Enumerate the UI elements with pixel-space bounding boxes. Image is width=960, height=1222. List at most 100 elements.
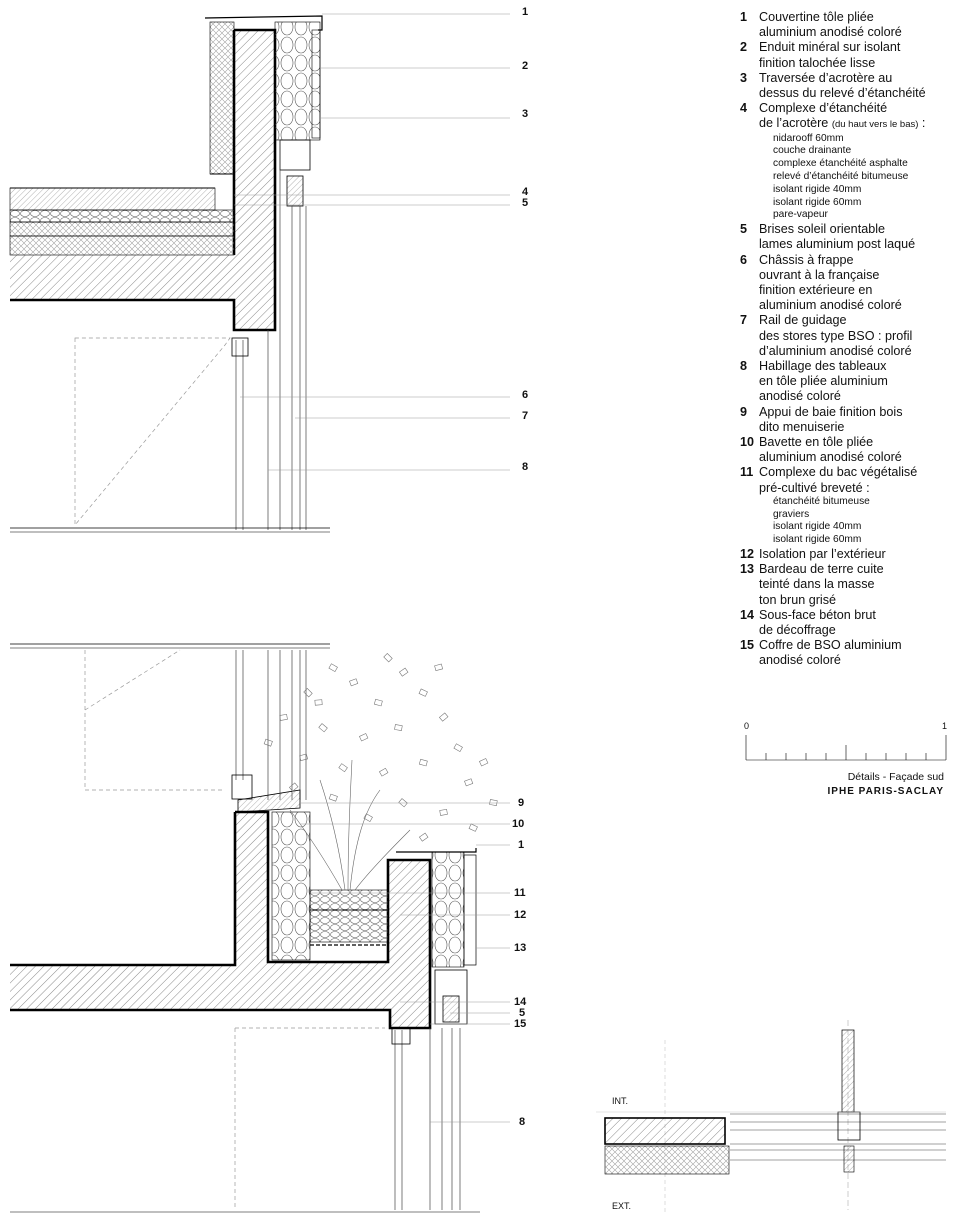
legend-subitem: étanchéité bitumeuse — [773, 495, 870, 507]
legend-subitem: isolant rigide 40mm — [773, 521, 862, 533]
legend-item-15: 15 Coffre de BSO aluminium anodisé color… — [740, 638, 960, 668]
legend-text: Bavette en tôle pliée — [759, 435, 874, 450]
callout-bottom-14: 14 — [514, 996, 527, 1008]
legend-item-4: 4 Complexe d’étanchéité de l’acrotère (d… — [740, 101, 960, 222]
foliage — [263, 653, 498, 842]
legend-subitem: isolant rigide 40mm — [773, 183, 862, 195]
legend-number: 3 — [740, 70, 748, 85]
callout-bottom-13: 13 — [514, 942, 527, 954]
legend-subitem: isolant rigide 60mm — [773, 196, 862, 208]
plan-label-interior: INT. — [612, 1096, 629, 1106]
callout-top-1: 1 — [522, 6, 529, 18]
legend-text: Enduit minéral sur isolant — [759, 40, 901, 55]
legend-text: Isolation par l’extérieur — [759, 547, 886, 562]
legend-item-10: 10 Bavette en tôle pliée aluminium anodi… — [740, 435, 960, 465]
legend-text: Coffre de BSO aluminium — [759, 638, 902, 653]
legend-item-5: 5 Brises soleil orientable lames alumini… — [740, 222, 960, 252]
legend-text: des stores type BSO : profil — [759, 328, 913, 343]
callout-bottom-15: 15 — [514, 1018, 527, 1030]
legend-text: anodisé coloré — [759, 389, 841, 404]
callout-bottom-11: 11 — [514, 887, 526, 899]
legend-text: Complexe du bac végétalisé — [759, 465, 918, 480]
legend-text: de l’acrotère — [759, 116, 829, 131]
legend-number: 7 — [740, 313, 748, 328]
legend-subitem: graviers — [773, 508, 810, 520]
legend-subitem: couche drainante — [773, 145, 852, 157]
legend-text: Brises soleil orientable — [759, 222, 885, 237]
legend-text: ouvrant à la française — [759, 267, 880, 282]
legend-text: aluminium anodisé coloré — [759, 450, 902, 465]
legend-number: 2 — [740, 40, 748, 55]
top-detail — [9, 13, 510, 533]
legend-number: 15 — [740, 638, 755, 653]
legend-number: 5 — [740, 222, 748, 237]
legend-subitem: relevé d’étanchéité bitumeuse — [773, 171, 909, 183]
plan-label-exterior: EXT. — [612, 1201, 632, 1211]
legend-text: Appui de baie finition bois — [759, 404, 903, 419]
legend-number: 8 — [740, 359, 748, 374]
legend-item-6: 6 Châssis à frappe ouvrant à la français… — [740, 253, 960, 314]
legend-item-9: 9 Appui de baie finition bois dito menui… — [740, 405, 960, 435]
caption-subtitle: Détails - Façade sud — [847, 771, 944, 783]
legend-number: 11 — [740, 465, 754, 480]
legend-note: (du haut vers le bas) — [831, 119, 919, 131]
callout-bottom-9: 9 — [518, 797, 525, 809]
legend-text: finition talochée lisse — [759, 55, 876, 70]
legend-text: Complexe d’étanchéité — [759, 101, 888, 116]
legend-item-3: 3 Traversée d’acrotère au dessus du rele… — [740, 71, 960, 101]
callout-top-7: 7 — [522, 410, 529, 422]
legend-text: dito menuiserie — [759, 419, 845, 434]
legend-item-7: 7 Rail de guidage des stores type BSO : … — [740, 313, 960, 359]
legend-text: Habillage des tableaux — [759, 359, 887, 374]
legend-text: de décoffrage — [759, 623, 836, 638]
plan-detail — [596, 1020, 946, 1215]
callout-bottom-10: 10 — [512, 818, 525, 830]
legend-number: 12 — [740, 547, 755, 562]
legend-text: d’aluminium anodisé coloré — [759, 343, 912, 358]
callout-top-3: 3 — [522, 108, 529, 120]
legend-item-11: 11 Complexe du bac végétalisé pré-cultiv… — [740, 465, 960, 547]
legend: 1 Couvertine tôle pliée aluminium anodis… — [740, 10, 960, 669]
legend-subitem: nidarooff 60mm — [773, 132, 844, 144]
legend-text: teinté dans la masse — [759, 577, 875, 592]
callout-top-4: 4 — [522, 186, 529, 198]
callout-bottom-1: 1 — [518, 839, 525, 851]
legend-number: 4 — [740, 101, 748, 116]
legend-text: Châssis à frappe — [759, 252, 854, 267]
bottom-detail — [10, 643, 510, 1213]
legend-number: 13 — [740, 562, 755, 577]
legend-item-8: 8 Habillage des tableaux en tôle pliée a… — [740, 359, 960, 405]
legend-text: en tôle pliée aluminium — [759, 374, 888, 389]
callout-bottom-8: 8 — [519, 1116, 526, 1128]
legend-text: finition extérieure en — [759, 283, 873, 298]
callout-bottom-12: 12 — [514, 909, 527, 921]
legend-text: aluminium anodisé coloré — [759, 298, 902, 313]
legend-item-13: 13 Bardeau de terre cuite teinté dans la… — [740, 562, 960, 608]
callout-top-6: 6 — [522, 389, 529, 401]
legend-text: lames aluminium post laqué — [759, 237, 916, 252]
legend-subitem: complexe étanchéité asphalte — [773, 158, 908, 170]
legend-item-2: 2 Enduit minéral sur isolant finition ta… — [740, 40, 960, 70]
callout-top-2: 2 — [522, 60, 529, 72]
legend-text: Traversée d’acrotère au — [759, 70, 893, 85]
legend-text: dessus du relevé d’étanchéité — [759, 86, 926, 101]
legend-number: 10 — [740, 435, 755, 450]
legend-number: 6 — [740, 252, 748, 267]
legend-text: Bardeau de terre cuite — [759, 562, 884, 577]
scale-start-label: 0 — [744, 721, 750, 731]
legend-text: anodisé coloré — [759, 653, 841, 668]
legend-text: Rail de guidage — [759, 313, 847, 328]
scale-bar — [745, 735, 947, 761]
callout-top-8: 8 — [522, 461, 529, 473]
legend-text: pré-cultivé breveté : — [759, 480, 870, 495]
callout-top-5: 5 — [522, 197, 529, 209]
legend-text: aluminium anodisé coloré — [759, 25, 902, 40]
legend-subitem: pare-vapeur — [773, 209, 828, 221]
caption-title: IPHE PARIS-SACLAY — [827, 786, 944, 797]
legend-text: Sous-face béton brut — [759, 607, 876, 622]
legend-text: ton brun grisé — [759, 592, 837, 607]
scale-end-label: 1 — [942, 721, 948, 731]
legend-item-14: 14 Sous-face béton brut de décoffrage — [740, 608, 960, 638]
legend-number: 14 — [740, 607, 755, 622]
